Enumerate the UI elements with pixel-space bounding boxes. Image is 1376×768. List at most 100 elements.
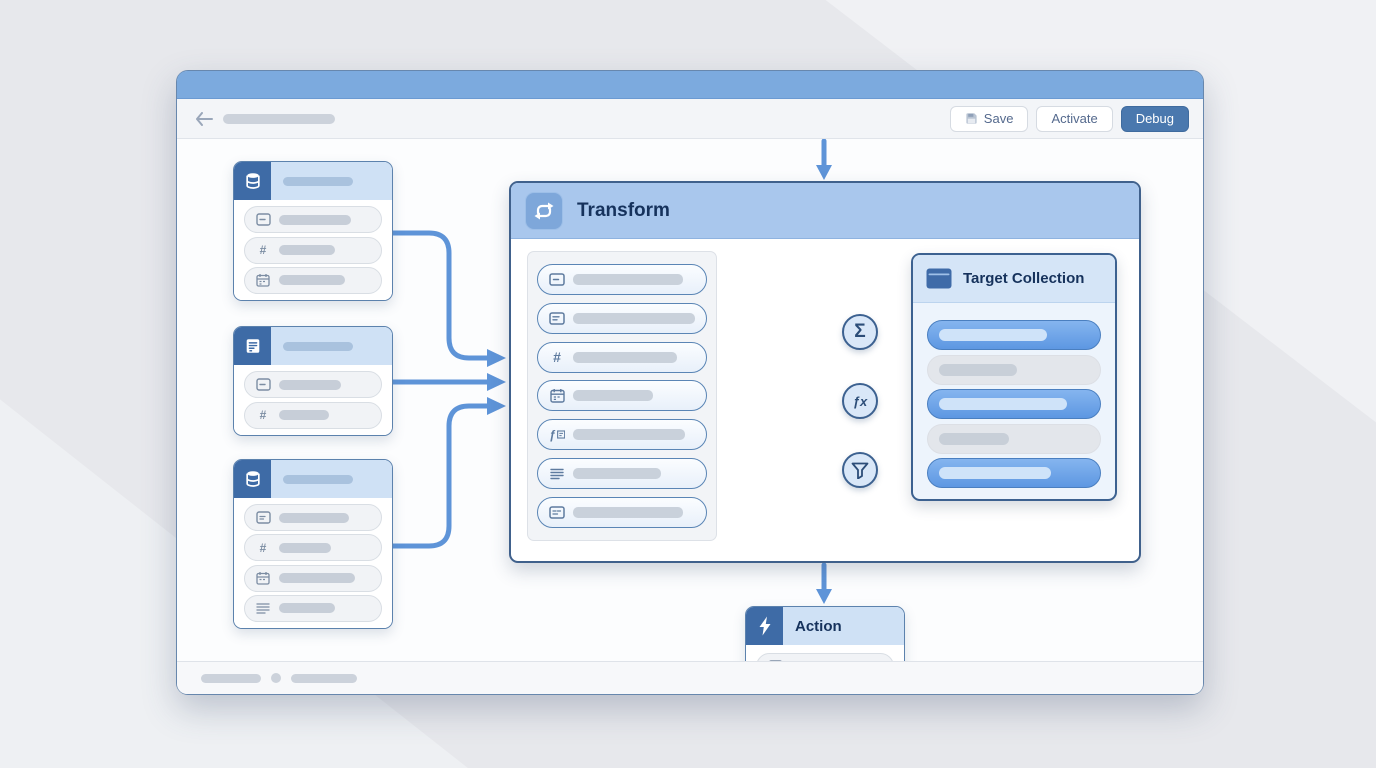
date-icon: [255, 272, 271, 288]
row-placeholder: [939, 398, 1067, 410]
text-icon: [255, 510, 271, 526]
transform-source-field-list: # ƒ: [527, 251, 717, 541]
source-card-3[interactable]: #: [233, 459, 393, 629]
number-icon: #: [553, 349, 561, 366]
source-card-1-header: [234, 162, 392, 200]
save-button[interactable]: Save: [949, 105, 1029, 132]
source-card-2[interactable]: #: [233, 326, 393, 436]
date-icon: [549, 388, 565, 404]
window-footer: [177, 661, 1203, 694]
flow-canvas[interactable]: #: [177, 139, 1203, 663]
source-field-text[interactable]: [244, 371, 382, 399]
target-row-unmapped[interactable]: [927, 354, 1101, 385]
source-card-2-header: [234, 327, 392, 365]
target-row-mapped[interactable]: [927, 458, 1101, 488]
row-placeholder: [939, 363, 1017, 376]
flow-builder-window: Save Activate Debug: [176, 70, 1204, 695]
row-placeholder: [939, 467, 1051, 479]
field-placeholder: [279, 512, 349, 523]
debug-button[interactable]: Debug: [1120, 105, 1189, 132]
back-button[interactable]: [191, 106, 217, 132]
source-card-1[interactable]: #: [233, 161, 393, 301]
formula-fx-icon: ƒx: [852, 393, 868, 409]
report-icon: [234, 327, 271, 365]
filter-operator[interactable]: [842, 452, 878, 488]
target-row-mapped[interactable]: [927, 320, 1101, 350]
target-collection-card[interactable]: Target Collection: [911, 253, 1117, 501]
collection-icon: [926, 268, 952, 289]
target-collection-header: Target Collection: [913, 255, 1115, 303]
field-placeholder: [279, 410, 329, 421]
save-icon: [966, 113, 977, 124]
footer-dot: [271, 673, 281, 683]
field-placeholder: [573, 506, 683, 518]
action-header: Action: [746, 607, 904, 645]
transform-title: Transform: [577, 199, 670, 221]
number-icon: #: [259, 243, 267, 257]
transform-field-paragraph[interactable]: [537, 458, 707, 490]
aggregate-operator[interactable]: Σ: [842, 314, 878, 350]
field-placeholder: [573, 312, 695, 324]
field-placeholder: [573, 274, 683, 285]
activate-label: Activate: [1051, 111, 1098, 126]
transform-header[interactable]: Transform: [511, 183, 1139, 239]
target-row-mapped[interactable]: [927, 389, 1101, 419]
field-placeholder: [573, 351, 677, 363]
field-placeholder: [279, 603, 335, 614]
transform-node[interactable]: Transform #: [509, 181, 1141, 563]
filter-funnel-icon: [851, 462, 869, 479]
field-placeholder: [573, 390, 653, 402]
transform-field-richtext[interactable]: [537, 302, 707, 334]
builder-toolbar: Save Activate Debug: [177, 99, 1203, 139]
field-placeholder: [279, 245, 335, 255]
list-icon: [255, 600, 271, 616]
target-collection-title: Target Collection: [963, 270, 1085, 287]
field-placeholder: [279, 214, 351, 225]
arrow-left-icon: [196, 111, 213, 126]
breadcrumb-placeholder: [223, 113, 335, 124]
transform-field-text[interactable]: [537, 264, 707, 295]
transform-field-formula[interactable]: ƒ: [537, 419, 707, 451]
field-placeholder: [279, 275, 345, 286]
action-node[interactable]: Action: [745, 606, 905, 663]
text-icon: [255, 212, 271, 228]
window-header-strip: [177, 71, 1203, 99]
transform-field-note[interactable]: [537, 496, 707, 528]
source-field-number[interactable]: #: [244, 236, 382, 264]
source-field-text[interactable]: [244, 504, 382, 532]
number-icon: #: [259, 408, 267, 423]
note-icon: [549, 504, 565, 520]
footer-placeholder: [291, 673, 357, 683]
target-row-unmapped[interactable]: [927, 423, 1101, 454]
field-placeholder: [279, 573, 355, 584]
text-icon: [549, 272, 565, 288]
source-field-list[interactable]: [244, 594, 382, 622]
activate-button[interactable]: Activate: [1036, 105, 1113, 132]
source-field-text[interactable]: [244, 206, 382, 234]
sigma-icon: Σ: [854, 321, 866, 342]
source-field-number[interactable]: #: [244, 534, 382, 562]
debug-label: Debug: [1135, 111, 1174, 126]
source-card-1-title-placeholder: [283, 176, 353, 186]
field-placeholder: [279, 542, 331, 553]
source-card-3-title-placeholder: [283, 474, 353, 484]
database-icon: [234, 460, 271, 498]
transform-field-date[interactable]: [537, 380, 707, 412]
sync-loop-icon: [525, 191, 563, 230]
row-placeholder: [939, 432, 1009, 445]
formula-operator[interactable]: ƒx: [842, 383, 878, 419]
source-field-date[interactable]: [244, 266, 382, 294]
source-field-date[interactable]: [244, 564, 382, 592]
paragraph-icon: [549, 466, 565, 482]
field-placeholder: [573, 468, 661, 480]
date-icon: [255, 570, 271, 586]
text-icon: [255, 377, 271, 393]
lightning-icon: [746, 607, 783, 645]
target-collection-rows: [913, 303, 1115, 488]
transform-field-number[interactable]: #: [537, 341, 707, 373]
row-placeholder: [939, 329, 1047, 341]
field-placeholder: [279, 379, 341, 390]
database-icon: [234, 162, 271, 200]
source-field-number[interactable]: #: [244, 401, 382, 429]
richtext-icon: [549, 310, 565, 326]
